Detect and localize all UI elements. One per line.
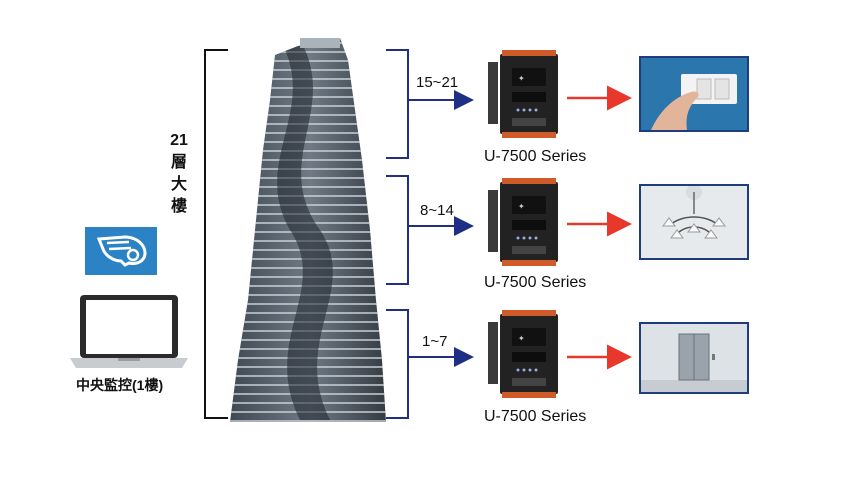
chandelier-photo <box>639 184 749 260</box>
bracket-group-2 <box>386 175 409 285</box>
bracket-group-3 <box>386 309 409 419</box>
range-label-group-2: 8~14 <box>420 202 454 219</box>
building-bracket <box>204 49 228 419</box>
floors-label-char: 層 <box>170 154 187 171</box>
device-label-group-3: U-7500 Series <box>484 408 587 425</box>
light-switch-photo <box>639 56 749 132</box>
scada-logo-icon <box>85 227 157 275</box>
bracket-group-1 <box>386 49 409 159</box>
device-label-group-1: U-7500 Series <box>484 148 587 165</box>
range-label-group-1: 15~21 <box>416 74 459 91</box>
floors-label-char: 樓 <box>170 198 187 215</box>
building-floors-label: 21 層 大 樓 <box>168 130 190 218</box>
device-label-group-2: U-7500 Series <box>484 274 587 291</box>
central-monitoring-label: 中央監控(1樓) <box>76 377 164 393</box>
floors-label-char: 21 <box>170 132 188 149</box>
elevator-photo <box>639 322 749 394</box>
floors-label-char: 大 <box>170 176 187 193</box>
range-label-group-3: 1~7 <box>422 333 448 350</box>
